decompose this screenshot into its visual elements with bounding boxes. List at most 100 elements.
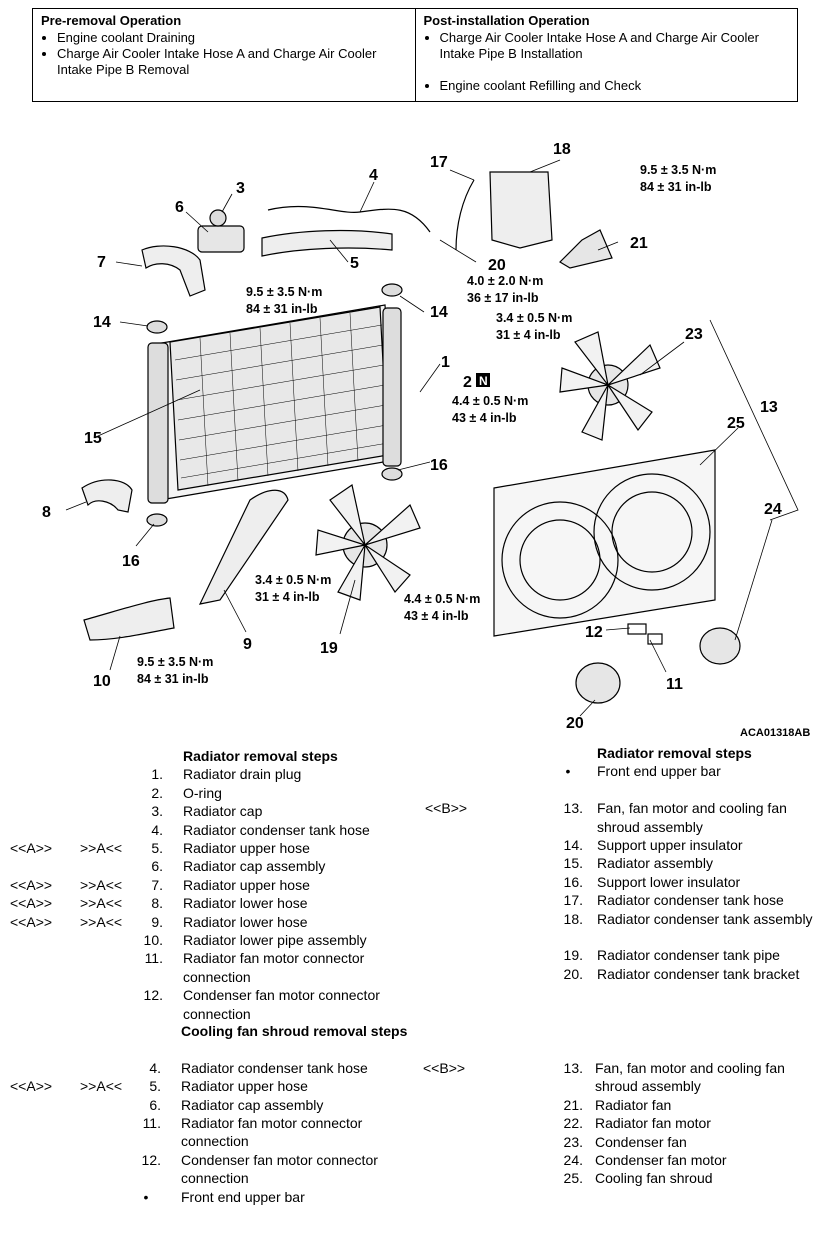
torque-value: 84 ± 31 in-lb xyxy=(640,180,712,194)
step-number: 22. xyxy=(563,1115,583,1132)
step-number: 25. xyxy=(563,1170,583,1187)
pre-removal-heading: Pre-removal Operation xyxy=(41,13,182,28)
callout-6: 6 xyxy=(175,199,184,216)
callout-10: 10 xyxy=(93,673,111,690)
step-row: 17.Radiator condenser tank hose xyxy=(415,891,827,909)
n-badge-box xyxy=(476,373,490,387)
torque-value: 9.5 ± 3.5 N·m xyxy=(640,163,716,177)
callout-15: 15 xyxy=(84,430,102,447)
step-label: Radiator upper hose xyxy=(183,876,310,893)
step-number: 19. xyxy=(563,947,583,964)
step-number: 18. xyxy=(563,910,583,927)
procedure-mark-installation: >>A<< xyxy=(80,839,123,856)
callout-16b: 16 xyxy=(122,553,140,570)
step-number: 13. xyxy=(563,800,583,817)
step-row: 6.Radiator cap assembly xyxy=(0,1096,415,1114)
post-installation-column: Post-installation Operation Charge Air C… xyxy=(414,9,798,101)
step-row: 4. Radiator condenser tank hose xyxy=(0,1059,415,1077)
step-row: <<B>>13.Fan, fan motor and cooling fan s… xyxy=(415,799,827,836)
callout-14a: 14 xyxy=(93,314,111,331)
torque-value: 4.4 ± 0.5 N·m xyxy=(404,592,480,606)
exploded-diagram: 3 4 6 7 5 14 14 15 1 2 16 8 16 9 10 19 1… xyxy=(42,141,810,738)
step-row: 24.Condenser fan motor xyxy=(415,1151,827,1169)
step-label: Radiator fan xyxy=(595,1096,672,1113)
step-number: 2. xyxy=(151,784,163,801)
step-number: • xyxy=(143,1188,149,1205)
callout-24: 24 xyxy=(764,501,782,518)
step-row: 4.Radiator condenser tank hose xyxy=(0,821,415,839)
step-row: 12.Condenser fan motor connector connect… xyxy=(0,1151,415,1188)
step-number: 10. xyxy=(143,931,163,948)
shroud-steps-right: <<B>>13.Fan, fan motor and cooling fan s… xyxy=(415,1059,827,1188)
procedure-mark: <<B>> xyxy=(423,1060,466,1076)
callout-19: 20 xyxy=(488,257,506,274)
procedure-mark-installation: >>A<< xyxy=(80,913,123,930)
n-badge: N xyxy=(479,374,488,388)
step-label: Support lower insulator xyxy=(597,873,741,890)
post-installation-list: Charge Air Cooler Intake Hose A and Char… xyxy=(424,30,790,94)
step-number: 4. xyxy=(149,1059,161,1076)
step-row: 15.Radiator assembly xyxy=(415,854,827,872)
step-number: 14. xyxy=(563,836,583,853)
callout-5: 5 xyxy=(350,255,359,272)
procedure-mark-removal: <<A>> xyxy=(10,913,53,930)
step-row: 18. Radiator condenser tank assembly xyxy=(415,910,827,947)
step-label: Radiator lower hose xyxy=(183,895,308,912)
callout-22: 20 xyxy=(566,715,584,732)
step-row: 12.Condenser fan motor connector connect… xyxy=(0,986,415,1023)
step-label: Cooling fan shroud xyxy=(595,1170,713,1187)
callout-14b: 14 xyxy=(430,304,448,321)
step-number: 12. xyxy=(143,987,163,1004)
procedure-mark-installation: >>A<< xyxy=(80,876,123,893)
step-label: Radiator condenser tank hose xyxy=(181,1059,368,1076)
step-label: Radiator fan motor connector connection xyxy=(181,1114,363,1150)
step-number: • xyxy=(565,763,571,780)
callout-17: 17 xyxy=(430,154,448,171)
step-number: 23. xyxy=(563,1133,583,1150)
step-row: 25. Cooling fan shroud xyxy=(415,1169,827,1187)
list-item: Engine coolant Draining xyxy=(57,30,407,46)
section-title: Cooling fan shroud removal steps xyxy=(181,1023,408,1039)
step-row: 16.Support lower insulator xyxy=(415,873,827,891)
operation-table: Pre-removal Operation Engine coolant Dra… xyxy=(32,8,798,102)
torque-value: 3.4 ± 0.5 N·m xyxy=(255,573,331,587)
step-label: O-ring xyxy=(183,784,222,801)
step-number: 21. xyxy=(563,1096,583,1113)
procedure-mark-removal: <<A>> xyxy=(10,839,53,856)
step-row: <<A>>>>A<<5.Radiator upper hose xyxy=(0,1077,415,1095)
pre-removal-list: Engine coolant Draining Charge Air Coole… xyxy=(41,30,407,78)
torque-value: 3.4 ± 0.5 N·m xyxy=(496,311,572,325)
callout-23: 23 xyxy=(685,326,703,343)
procedure-mark-removal: <<A>> xyxy=(10,876,53,893)
step-number: 7. xyxy=(151,876,163,893)
torque-value: 31 ± 4 in-lb xyxy=(255,590,320,604)
step-row: •Front end upper bar xyxy=(415,762,827,780)
step-row: 3.Radiator cap xyxy=(0,802,415,820)
step-number: 11. xyxy=(144,950,163,967)
procedure-mark: <<B>> xyxy=(425,800,468,817)
callout-2: 2 xyxy=(463,374,472,391)
step-row: 20.Radiator condenser tank bracket xyxy=(415,965,827,1002)
step-label: Support upper insulator xyxy=(597,836,743,853)
list-item: Engine coolant Refilling and Check xyxy=(440,78,790,94)
step-number: 9. xyxy=(151,913,163,930)
step-row: 21. Radiator fan xyxy=(415,1096,827,1114)
section-title: Radiator removal steps xyxy=(183,748,338,764)
step-label: Radiator condenser tank assembly xyxy=(597,910,813,927)
step-label: Fan, fan motor and cooling fan shroud as… xyxy=(595,1060,785,1095)
step-number: 4. xyxy=(151,821,163,838)
step-row: 10.Radiator lower pipe assembly xyxy=(0,931,415,949)
step-row: 6.Radiator cap assembly xyxy=(0,857,415,875)
step-row: <<A>>>>A<<9.Radiator lower hose xyxy=(0,913,415,931)
step-row: 22.Radiator fan motor xyxy=(415,1114,827,1132)
step-number: 20. xyxy=(563,965,583,982)
step-number: 1. xyxy=(151,766,163,783)
step-row: 1.Radiator drain plug xyxy=(0,765,415,783)
step-number: 6. xyxy=(149,1096,161,1113)
torque-value: 9.5 ± 3.5 N·m xyxy=(137,655,213,669)
radiator-fan-blades xyxy=(315,484,421,601)
torque-value: 4.4 ± 0.5 N·m xyxy=(452,394,528,408)
torque-value: 84 ± 31 in-lb xyxy=(137,672,209,686)
procedure-mark-installation: >>A<< xyxy=(80,1078,123,1095)
callout-12: 12 xyxy=(585,624,603,641)
